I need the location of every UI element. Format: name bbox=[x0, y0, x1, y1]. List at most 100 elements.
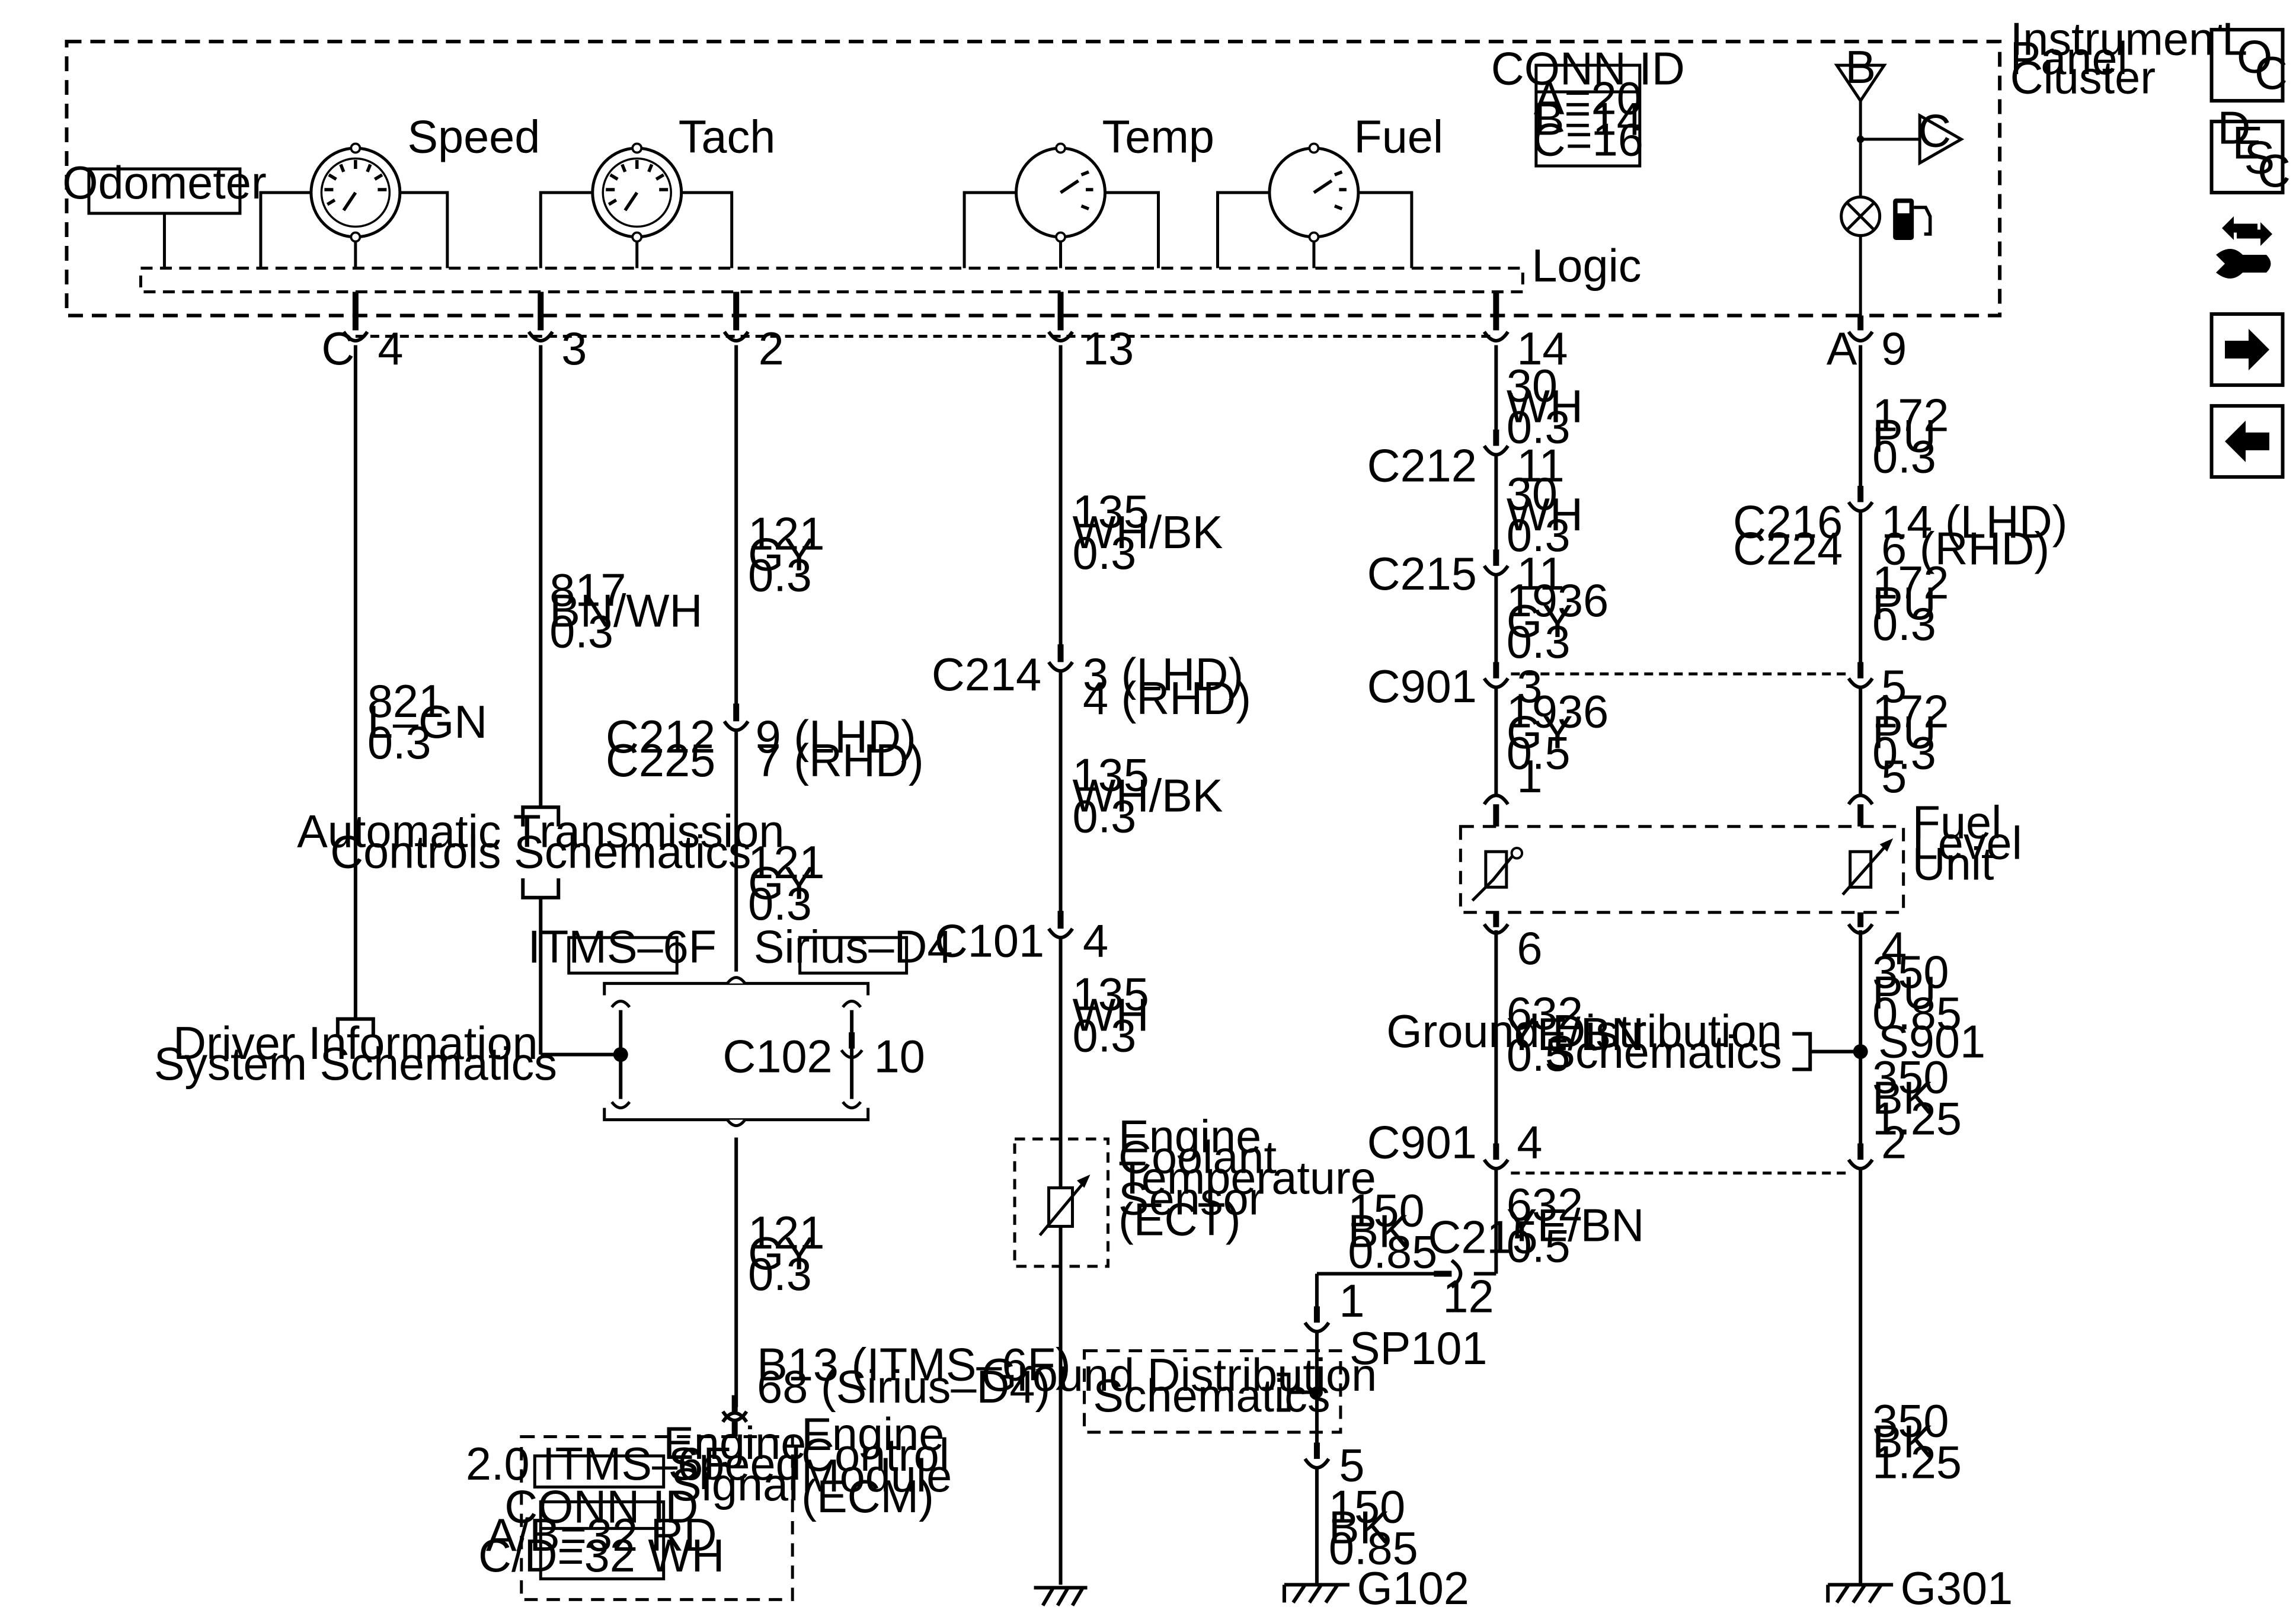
b13-pin-itms: B13 (ITMS–6F) bbox=[757, 1339, 1070, 1390]
w30b-size: 0.3 bbox=[1507, 510, 1571, 561]
w172a-color: PU bbox=[1872, 411, 1936, 462]
cluster-title-line3: Cluster bbox=[2010, 53, 2156, 104]
inline-connectors bbox=[721, 444, 1874, 1470]
ect-line5: (ECT) bbox=[1118, 1195, 1241, 1246]
ecm-line3: Module bbox=[801, 1451, 952, 1502]
w135b-color: WH/BK bbox=[1073, 771, 1223, 822]
loc-c: C bbox=[2255, 48, 2288, 99]
nav-desc-button[interactable]: D E S C bbox=[2209, 103, 2291, 197]
s901-splice: Ground Distribution Schematics S901 bbox=[1386, 1006, 1985, 1078]
fuel-unit-line3: Unit bbox=[1913, 839, 1994, 890]
nav-prev-button[interactable] bbox=[2209, 404, 2285, 479]
c-letter: C bbox=[1918, 106, 1951, 157]
connector-stubs bbox=[731, 429, 1864, 1459]
w121c-size: 0.3 bbox=[748, 1249, 812, 1300]
w632b-num: 632 bbox=[1507, 1180, 1583, 1231]
ecm-line1: Engine bbox=[801, 1409, 944, 1460]
fuel-pin-5: 5 bbox=[1881, 751, 1907, 802]
w121c-color: GY bbox=[748, 1228, 814, 1279]
w172a-num: 172 bbox=[1872, 390, 1949, 441]
c215-gnd-pin: 12 bbox=[1443, 1272, 1494, 1323]
w1936b-color: GY bbox=[1507, 707, 1573, 758]
bat-letter: B bbox=[1845, 42, 1876, 93]
fuel-pin-1: 1 bbox=[1517, 751, 1542, 802]
pin-a-conn: A bbox=[1827, 324, 1857, 375]
ect-line2: Coolant bbox=[1118, 1132, 1277, 1183]
w632a-color: YE/BN bbox=[1507, 1009, 1644, 1060]
ecm-conn-cd: C/D=32 WH bbox=[478, 1531, 724, 1582]
w121a-size: 0.3 bbox=[748, 550, 812, 601]
cluster-conn-id: CONN ID A=20 B=14 C=16 bbox=[1491, 44, 1685, 168]
conn-id-a: A=20 bbox=[1534, 73, 1642, 124]
c212-speed-id: C212 bbox=[606, 712, 715, 763]
ect-line3: Temperature bbox=[1118, 1153, 1376, 1204]
w135b-num: 135 bbox=[1073, 750, 1149, 801]
w1936b-num: 1936 bbox=[1507, 686, 1609, 737]
gnd-dist-left-line2: Schematics bbox=[1093, 1371, 1330, 1422]
conn-id-title: CONN ID bbox=[1491, 44, 1685, 95]
sp101-pin-1: 1 bbox=[1339, 1276, 1364, 1327]
w1936b-size: 0.5 bbox=[1507, 728, 1571, 779]
pin-4: 4 bbox=[378, 324, 403, 375]
ecm-line4: (ECM) bbox=[801, 1471, 934, 1522]
conn-id-b: B=14 bbox=[1534, 94, 1642, 145]
w30b-color: WH bbox=[1507, 489, 1583, 540]
w121a-color: GY bbox=[748, 529, 814, 580]
c215-gnd-id: C215 bbox=[1428, 1212, 1537, 1263]
fuel-label: Fuel bbox=[1354, 112, 1443, 163]
ecm-conn-ab: A/B=32 RD bbox=[486, 1510, 717, 1561]
c212-temp-pin: 11 bbox=[1517, 440, 1564, 491]
w30a-color: WH bbox=[1507, 381, 1583, 432]
c225-speed-id: C225 bbox=[606, 735, 715, 786]
logic-bus bbox=[139, 266, 1524, 293]
nav-next-button[interactable] bbox=[2209, 312, 2285, 387]
w121b-size: 0.3 bbox=[748, 879, 812, 930]
g301-label: G301 bbox=[1901, 1563, 2013, 1610]
speed-gauge: Speed bbox=[259, 112, 540, 268]
w350a-num: 350 bbox=[1872, 947, 1949, 998]
speed-label: Speed bbox=[407, 112, 540, 163]
temp-label: Temp bbox=[1102, 112, 1214, 163]
c901-bottom-right-pin: 2 bbox=[1881, 1118, 1907, 1169]
c102-pin: 10 bbox=[874, 1032, 925, 1083]
c216-id: C216 bbox=[1733, 497, 1843, 548]
c224-pin: 6 (RHD) bbox=[1881, 523, 2049, 574]
wire-labels: 821 L–GN 0.3 817 BN/WH 0.3 121 GY 0.3 12… bbox=[367, 360, 1962, 1574]
c224-id: C224 bbox=[1733, 523, 1843, 574]
c901-bottom-left-id: C901 bbox=[1367, 1118, 1477, 1169]
w821-num: 821 bbox=[367, 676, 444, 727]
fuel-pin-4: 4 bbox=[1881, 923, 1907, 974]
nav-loc-button[interactable]: L O C bbox=[2209, 14, 2288, 103]
atc-line1: Automatic Transmission bbox=[297, 806, 784, 857]
w135a-color: WH/BK bbox=[1073, 507, 1223, 558]
logic-label: Logic bbox=[1531, 241, 1641, 292]
option-bracket: ITMS–6F Sirius–D4 bbox=[527, 922, 953, 1128]
w150a-num: 150 bbox=[1348, 1186, 1424, 1237]
c216-pin: 14 (LHD) bbox=[1881, 497, 2067, 548]
c901-bottom-left-pin: 4 bbox=[1517, 1118, 1542, 1169]
arrow-left-icon bbox=[2225, 420, 2270, 462]
w30b-num: 30 bbox=[1507, 469, 1558, 520]
w350b-num: 350 bbox=[1872, 1052, 1949, 1103]
ect-sensor: Engine Coolant Temperature Sensor (ECT) bbox=[1013, 1112, 1376, 1268]
w172a-size: 0.3 bbox=[1872, 431, 1936, 482]
fuel-unit-line1: Fuel bbox=[1913, 798, 2002, 849]
pin-14: 14 bbox=[1517, 324, 1568, 375]
w172c-size: 0.3 bbox=[1872, 728, 1936, 779]
ecm: 2.0 ITMS–6F CONN ID A/B=32 RD C/D=32 WH … bbox=[466, 1409, 952, 1601]
loc-o: O bbox=[2237, 32, 2272, 83]
w632a-size: 0.5 bbox=[1507, 1030, 1571, 1081]
w350b-color: BK bbox=[1872, 1073, 1933, 1124]
w1936a-num: 1936 bbox=[1507, 575, 1609, 626]
w135c-num: 135 bbox=[1073, 969, 1149, 1020]
w172b-num: 172 bbox=[1872, 558, 1949, 609]
driver-info-line2: System Schematics bbox=[154, 1039, 557, 1090]
gnd-dist-left-line1: Ground Distribution bbox=[981, 1350, 1377, 1401]
nav-diagnostic-button[interactable] bbox=[2216, 216, 2273, 279]
w135a-num: 135 bbox=[1073, 486, 1149, 537]
connector-labels: C212 9 (LHD) C225 7 (RHD) C214 3 (LHD) 4… bbox=[606, 440, 2067, 1491]
ecm-conn-title: CONN ID bbox=[504, 1481, 698, 1532]
fuel-pin-6: 6 bbox=[1517, 923, 1542, 974]
c215-temp-id: C215 bbox=[1367, 549, 1477, 600]
loc-l: L bbox=[2222, 14, 2247, 65]
